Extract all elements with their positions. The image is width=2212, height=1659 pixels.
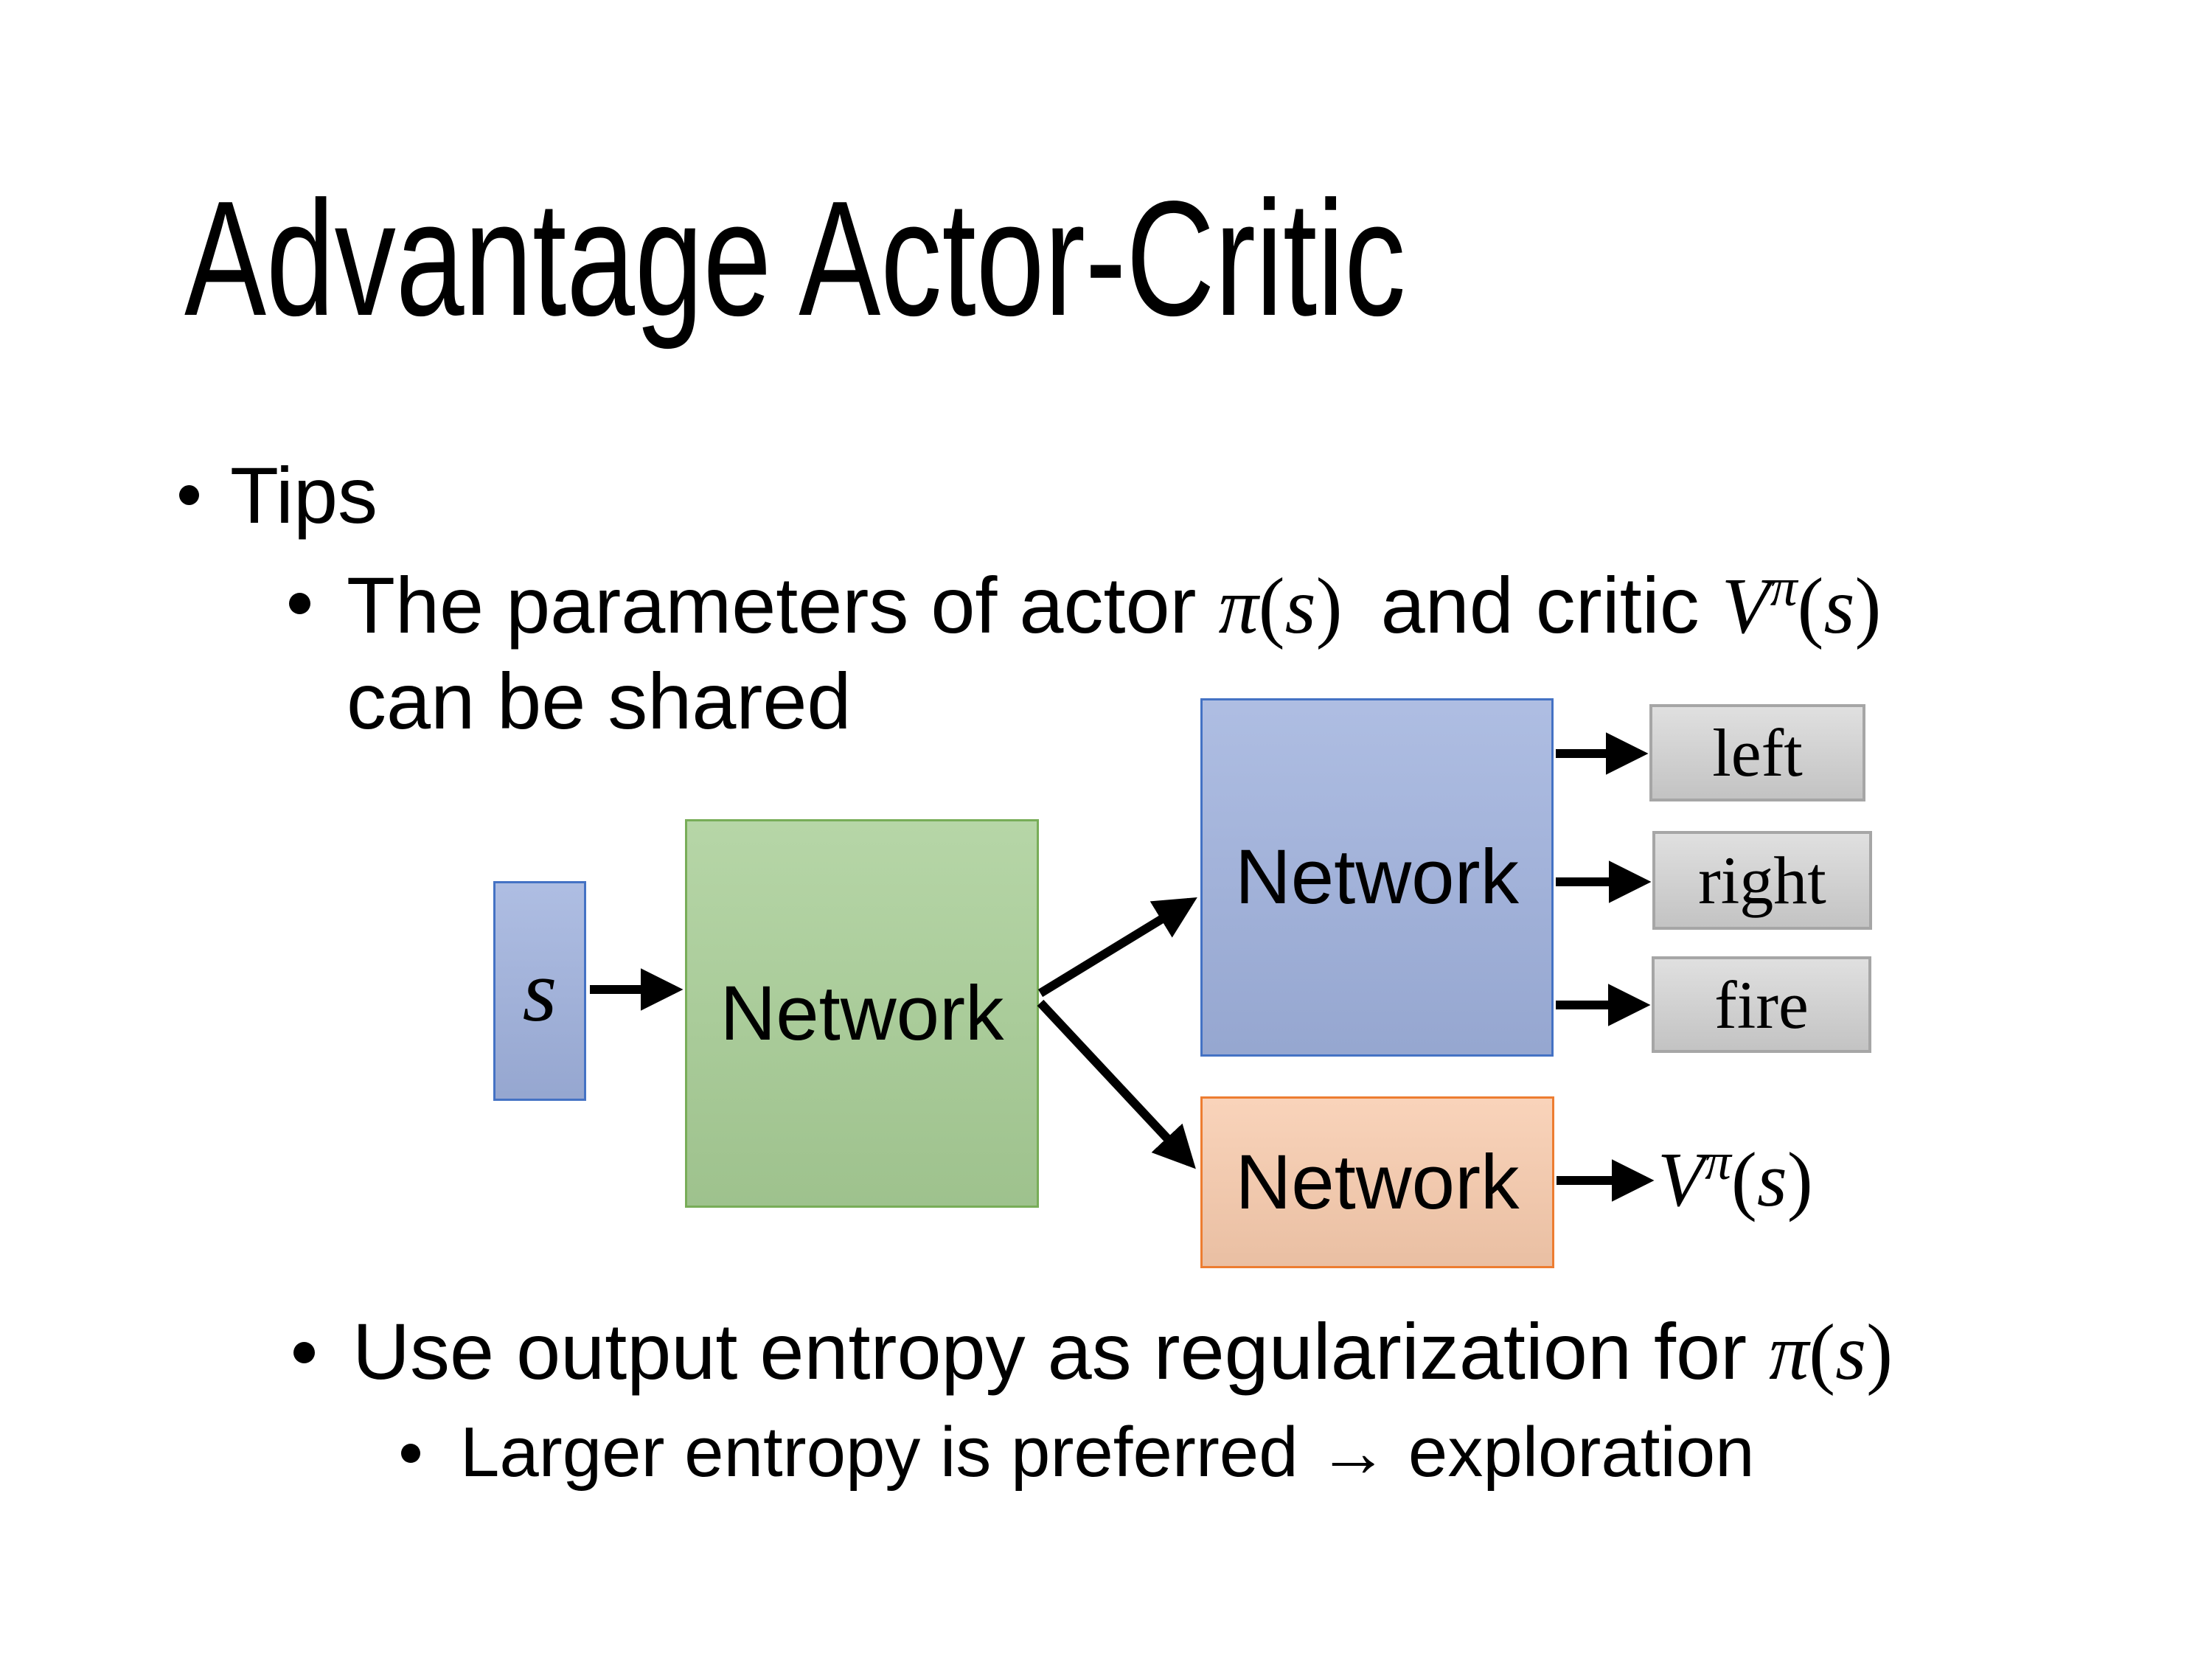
bullet-icon bbox=[179, 485, 199, 505]
math-V: V bbox=[1658, 1136, 1705, 1222]
critic-network-label: Network bbox=[1235, 1138, 1520, 1225]
bullet-shared-line1: The parameters of actor π(s) and critic … bbox=[347, 557, 1882, 650]
math-s: s bbox=[1823, 563, 1855, 650]
arrow-shared-to-actor bbox=[1037, 897, 1197, 998]
bullet-icon bbox=[401, 1444, 420, 1463]
entropy-text-pre: Use output entropy as regularization for bbox=[352, 1307, 1770, 1396]
bullet-exploration: Larger entropy is preferred → exploratio… bbox=[460, 1413, 1755, 1492]
math-pi: π bbox=[1218, 563, 1259, 650]
bullet-tips: Tips bbox=[230, 451, 378, 540]
math-pi-sup: π bbox=[1705, 1133, 1731, 1191]
action-box-right: right bbox=[1652, 831, 1872, 930]
shared-text-mid: and critic bbox=[1358, 560, 1722, 650]
math-s: s bbox=[1756, 1136, 1787, 1222]
arrow-shared-to-critic bbox=[1037, 999, 1196, 1169]
state-box: s bbox=[493, 881, 586, 1101]
shared-text-pre: The parameters of actor bbox=[347, 560, 1219, 650]
math-pi-sup: π bbox=[1770, 557, 1798, 617]
action-label-fire: fire bbox=[1714, 967, 1809, 1043]
action-label-left: left bbox=[1712, 715, 1803, 790]
bullet-shared-line2: can be shared bbox=[347, 656, 852, 745]
math-V: V bbox=[1721, 563, 1770, 650]
action-box-fire: fire bbox=[1652, 956, 1871, 1053]
actor-network-box: Network bbox=[1200, 698, 1554, 1057]
bullet-entropy: Use output entropy as regularization for… bbox=[352, 1307, 1893, 1397]
state-label: s bbox=[522, 942, 557, 1040]
action-label-right: right bbox=[1698, 843, 1826, 918]
math-s: s bbox=[1284, 563, 1316, 650]
bullet-icon bbox=[289, 593, 310, 614]
math-s: s bbox=[1835, 1309, 1867, 1397]
shared-network-label: Network bbox=[720, 970, 1004, 1057]
actor-network-label: Network bbox=[1234, 834, 1520, 920]
bullet-icon bbox=[293, 1342, 315, 1363]
page-title: Advantage Actor-Critic bbox=[184, 167, 1406, 350]
shared-network-box: Network bbox=[685, 819, 1039, 1208]
value-output-label: Vπ(s) bbox=[1658, 1133, 1813, 1222]
math-pi: π bbox=[1769, 1309, 1809, 1397]
critic-network-box: Network bbox=[1200, 1096, 1554, 1268]
action-box-left: left bbox=[1649, 704, 1865, 801]
